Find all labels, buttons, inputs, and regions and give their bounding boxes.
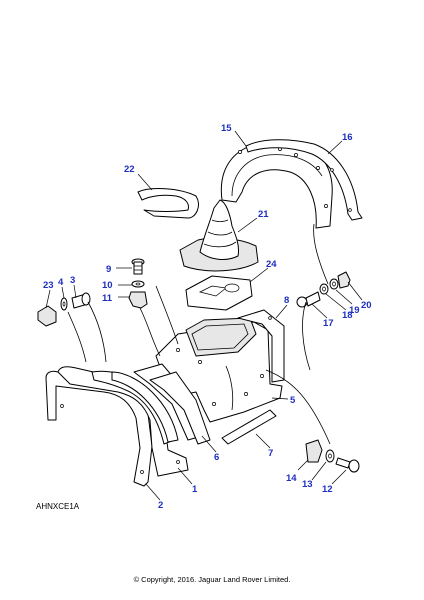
callout-6: 6 xyxy=(214,452,219,463)
part-11-nut xyxy=(128,291,148,309)
callout-4: 4 xyxy=(58,277,64,288)
part-15-tunnel-cover xyxy=(220,142,333,229)
callout-21: 21 xyxy=(258,209,269,220)
callout-14: 14 xyxy=(286,473,297,484)
part-5-gear-housing xyxy=(155,317,283,423)
leader-lines xyxy=(45,130,363,501)
callout-9: 9 xyxy=(106,264,111,275)
part-17-bolt xyxy=(296,291,321,308)
part-18-washer xyxy=(319,283,329,295)
part-3-bolt xyxy=(71,292,91,309)
callout-5: 5 xyxy=(290,395,296,406)
callout-8: 8 xyxy=(284,295,289,306)
part-14-nut xyxy=(305,439,323,463)
callout-13: 13 xyxy=(302,479,313,490)
part-24-gasket xyxy=(185,275,253,311)
callout-12: 12 xyxy=(322,484,333,495)
part-13-washer xyxy=(325,449,335,463)
callout-19: 19 xyxy=(349,305,360,316)
part-19-washer xyxy=(329,278,339,290)
callout-7: 7 xyxy=(268,448,273,459)
callout-15: 15 xyxy=(221,123,232,134)
callout-18: 18 xyxy=(342,310,353,321)
part-4-washer xyxy=(60,297,68,311)
drawing-reference-code: AHNXCE1A xyxy=(36,502,80,511)
routing-lines xyxy=(67,223,331,445)
part-1-frame xyxy=(57,366,189,477)
callout-3: 3 xyxy=(70,275,75,286)
callout-20: 20 xyxy=(361,300,372,311)
part-22-strap xyxy=(137,188,199,219)
callout-16: 16 xyxy=(342,132,353,143)
callout-24: 24 xyxy=(266,259,277,270)
part-10-washer xyxy=(131,280,145,288)
copyright-notice: © Copyright, 2016. Jaguar Land Rover Lim… xyxy=(133,575,291,584)
callout-2: 2 xyxy=(158,500,163,511)
callout-labels: 1 2 3 4 5 6 7 8 9 10 11 12 13 14 15 16 1… xyxy=(43,123,372,511)
part-9-stud xyxy=(131,258,145,275)
callout-17: 17 xyxy=(323,318,334,329)
part-21-gaiter xyxy=(179,199,259,272)
part-20-nut xyxy=(337,271,351,289)
callout-11: 11 xyxy=(102,293,113,304)
callout-10: 10 xyxy=(102,280,113,291)
callout-22: 22 xyxy=(124,164,135,175)
part-12-screw xyxy=(335,457,360,473)
part-6-bracket xyxy=(133,363,211,445)
callout-23: 23 xyxy=(43,280,54,291)
part-16-seal-outer xyxy=(245,139,363,221)
callout-1: 1 xyxy=(192,484,198,495)
part-7-strip xyxy=(221,409,277,445)
part-23-cap xyxy=(37,305,57,327)
part-8-flange-plate xyxy=(237,309,285,383)
